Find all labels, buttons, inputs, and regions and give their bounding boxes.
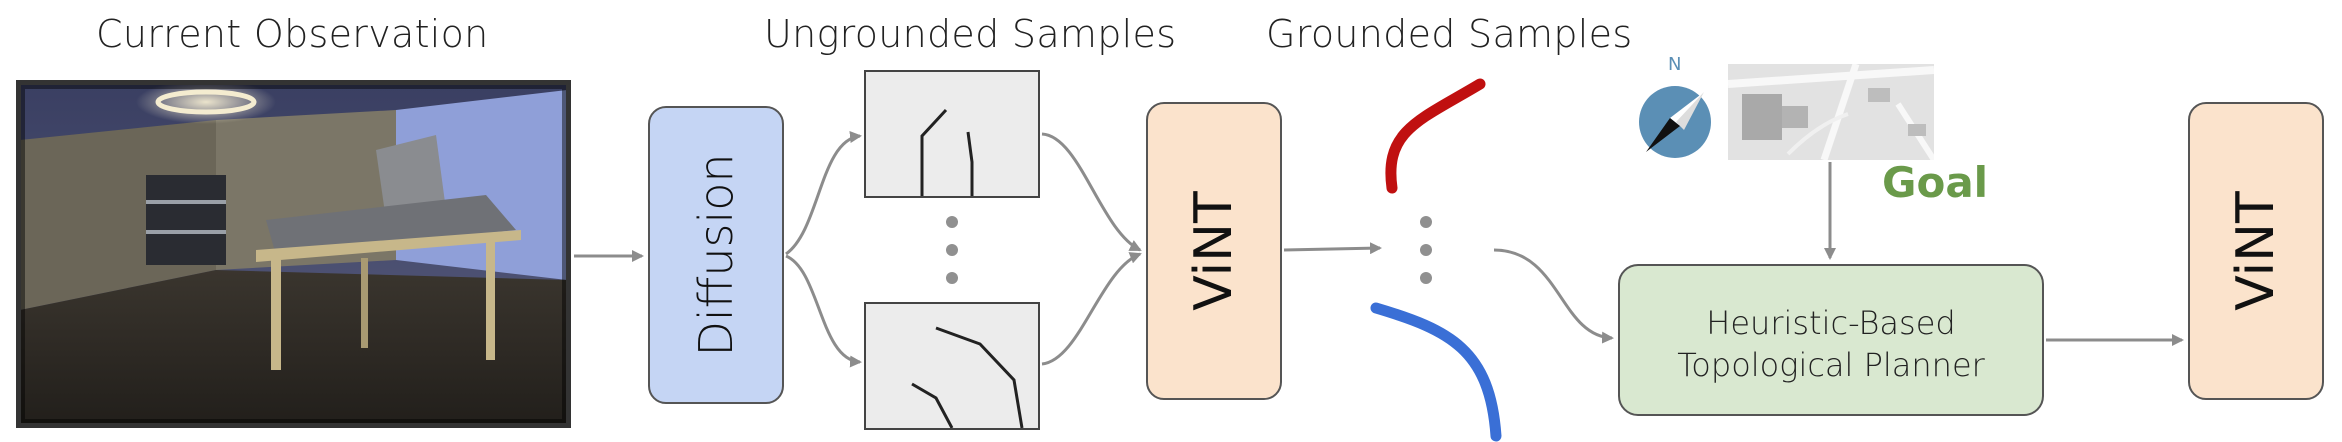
arrow-vint-to-grounded: [1283, 242, 1382, 255]
sample-path-top: [920, 108, 974, 196]
planner-label-line1: Heuristic-Based: [1706, 304, 1956, 342]
goal-label: Goal: [1882, 158, 1989, 207]
grounded-path-blue: [1370, 302, 1502, 442]
planner-block: Heuristic-Based Topological Planner: [1618, 264, 2044, 416]
arrow-sample-top-to-vint: [1041, 132, 1142, 252]
grounded-path-red: [1385, 78, 1486, 194]
vint-block-1: ViNT: [1146, 102, 1282, 400]
goal-map-image: [1728, 64, 1934, 160]
compass-north-label: N: [1668, 54, 1682, 75]
arrow-diffusion-to-sample-top: [785, 131, 862, 256]
sample-path-bottom: [911, 326, 1024, 428]
arrow-sample-bottom-to-vint: [1041, 252, 1142, 366]
grounded-samples-title: Grounded Samples: [1266, 12, 1633, 56]
diffusion-block: Diffusion: [648, 106, 784, 404]
arrow-grounded-to-planner: [1493, 248, 1614, 344]
observation-frame: [16, 80, 571, 428]
grounded-ellipsis: [1420, 216, 1432, 284]
ungrounded-sample-bottom: [864, 302, 1040, 430]
ungrounded-sample-top: [864, 70, 1040, 198]
arrow-diffusion-to-sample-bottom: [785, 254, 862, 368]
vint-block-2: ViNT: [2188, 102, 2324, 400]
ungrounded-samples-title: Ungrounded Samples: [764, 12, 1177, 56]
current-observation-title: Current Observation: [96, 12, 489, 56]
planner-label-line2: Topological Planner: [1677, 346, 1985, 384]
observation-image: [16, 80, 571, 428]
compass-icon: [1639, 86, 1711, 158]
ungrounded-ellipsis: [946, 216, 958, 284]
